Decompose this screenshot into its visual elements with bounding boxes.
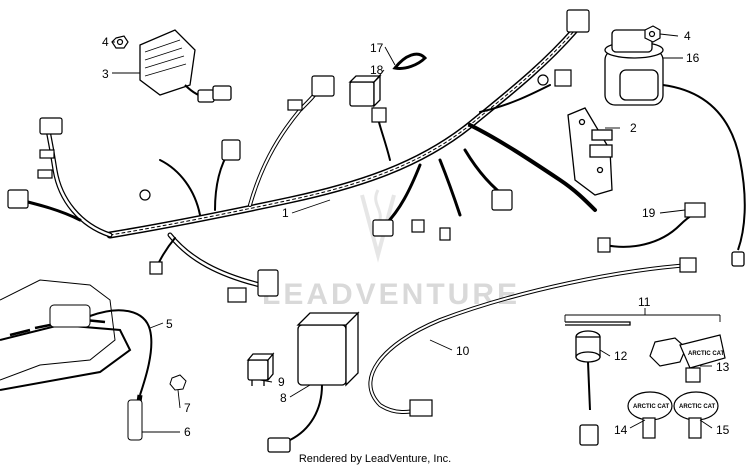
callout-4-right: 4 [684,29,691,43]
callout-18: 18 [370,63,384,77]
callout-6: 6 [184,425,191,439]
callout-1: 1 [282,206,289,220]
voltage-regulator [139,29,232,103]
callout-14: 14 [614,423,628,437]
callout-19: 19 [642,206,656,220]
cable-clamp-17 [392,52,428,70]
starter-motor-area [0,279,187,441]
callout-2: 2 [630,121,637,135]
ignition-key-13 [649,334,726,383]
callout-12: 12 [614,349,628,363]
ignition-coil [604,29,746,267]
key-brand-label-14: ARCTIC CAT [633,404,670,410]
callout-15: 15 [716,423,730,437]
key-brand-label-15: ARCTIC CAT [679,404,716,410]
callout-4-left: 4 [102,35,109,49]
callout-5: 5 [166,317,173,331]
callout-13: 13 [716,360,730,374]
callout-3: 3 [102,67,109,81]
watermark-text: LEADVENTURE [262,278,520,311]
callout-16: 16 [686,51,700,65]
ignition-key-14 [627,391,673,439]
nut-right [644,25,661,43]
callout-8: 8 [280,391,287,405]
key-switch-12 [565,321,631,446]
callout-10: 10 [456,344,470,358]
key-brand-label-13: ARCTIC CAT [688,351,725,357]
control-module-8 [267,311,360,453]
leader-lines [112,33,721,433]
main-wiring-harness [18,26,597,288]
bracket-2 [567,107,613,196]
callout-9: 9 [278,375,285,389]
ignition-key-15 [673,391,719,439]
credit-text: Rendered by LeadVenture, Inc. [298,453,452,465]
callout-17: 17 [370,41,384,55]
cable-10 [368,257,697,417]
lead-wire-19 [597,202,706,253]
harness-connectors [7,9,590,303]
callout-11: 11 [638,295,651,309]
relay-9 [246,352,275,386]
callout-7: 7 [184,401,191,415]
